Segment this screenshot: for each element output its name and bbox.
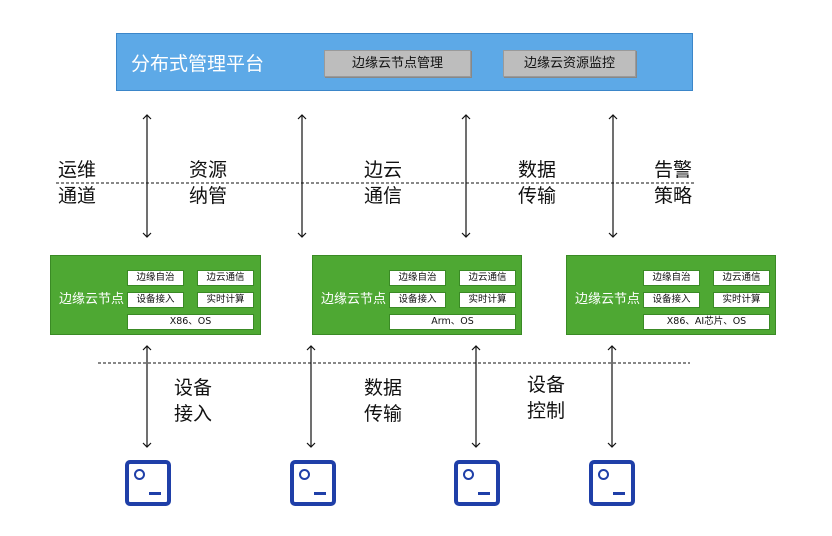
cell-realtime-compute: 实时计算 bbox=[459, 292, 516, 308]
cell-realtime-compute: 实时计算 bbox=[713, 292, 770, 308]
label-edge-cloud-comm: 边云 通信 bbox=[364, 159, 403, 207]
node-title: 边缘云节点 bbox=[321, 292, 387, 307]
device-icon bbox=[125, 460, 171, 506]
node-title: 边缘云节点 bbox=[575, 292, 641, 307]
cell-edge-cloud-comm: 边云通信 bbox=[713, 270, 770, 286]
label-alert-policy: 告警 策略 bbox=[654, 159, 693, 207]
edge-node-2: 边缘云节点 边缘自治 边云通信 设备接入 实时计算 Arm、OS bbox=[312, 255, 522, 335]
device-icon bbox=[290, 460, 336, 506]
label-data-transfer-lower: 数据 传输 bbox=[364, 377, 403, 425]
device-icon bbox=[454, 460, 500, 506]
cell-edge-cloud-comm: 边云通信 bbox=[197, 270, 254, 286]
cell-base-platform: Arm、OS bbox=[389, 314, 516, 330]
node-title: 边缘云节点 bbox=[59, 292, 125, 307]
cell-edge-autonomy: 边缘自治 bbox=[389, 270, 446, 286]
label-resource-management: 资源 纳管 bbox=[189, 159, 228, 207]
device-icon bbox=[589, 460, 635, 506]
label-device-access: 设备 接入 bbox=[174, 377, 213, 425]
cell-edge-autonomy: 边缘自治 bbox=[127, 270, 184, 286]
label-data-transfer-upper: 数据 传输 bbox=[518, 159, 557, 207]
resource-monitor-button[interactable]: 边缘云资源监控 bbox=[503, 50, 636, 77]
cell-edge-cloud-comm: 边云通信 bbox=[459, 270, 516, 286]
cell-edge-autonomy: 边缘自治 bbox=[643, 270, 700, 286]
label-device-control: 设备 控制 bbox=[527, 374, 566, 422]
platform-box: 分布式管理平台 边缘云节点管理 边缘云资源监控 bbox=[116, 33, 693, 91]
cell-base-platform: X86、OS bbox=[127, 314, 254, 330]
edge-node-1: 边缘云节点 边缘自治 边云通信 设备接入 实时计算 X86、OS bbox=[50, 255, 261, 335]
edge-node-3: 边缘云节点 边缘自治 边云通信 设备接入 实时计算 X86、AI芯片、OS bbox=[566, 255, 776, 335]
label-ops-channel: 运维 通道 bbox=[58, 159, 97, 207]
cell-base-platform: X86、AI芯片、OS bbox=[643, 314, 770, 330]
cell-realtime-compute: 实时计算 bbox=[197, 292, 254, 308]
platform-title: 分布式管理平台 bbox=[131, 53, 265, 75]
node-management-button[interactable]: 边缘云节点管理 bbox=[324, 50, 471, 77]
cell-device-access: 设备接入 bbox=[389, 292, 446, 308]
cell-device-access: 设备接入 bbox=[127, 292, 184, 308]
cell-device-access: 设备接入 bbox=[643, 292, 700, 308]
